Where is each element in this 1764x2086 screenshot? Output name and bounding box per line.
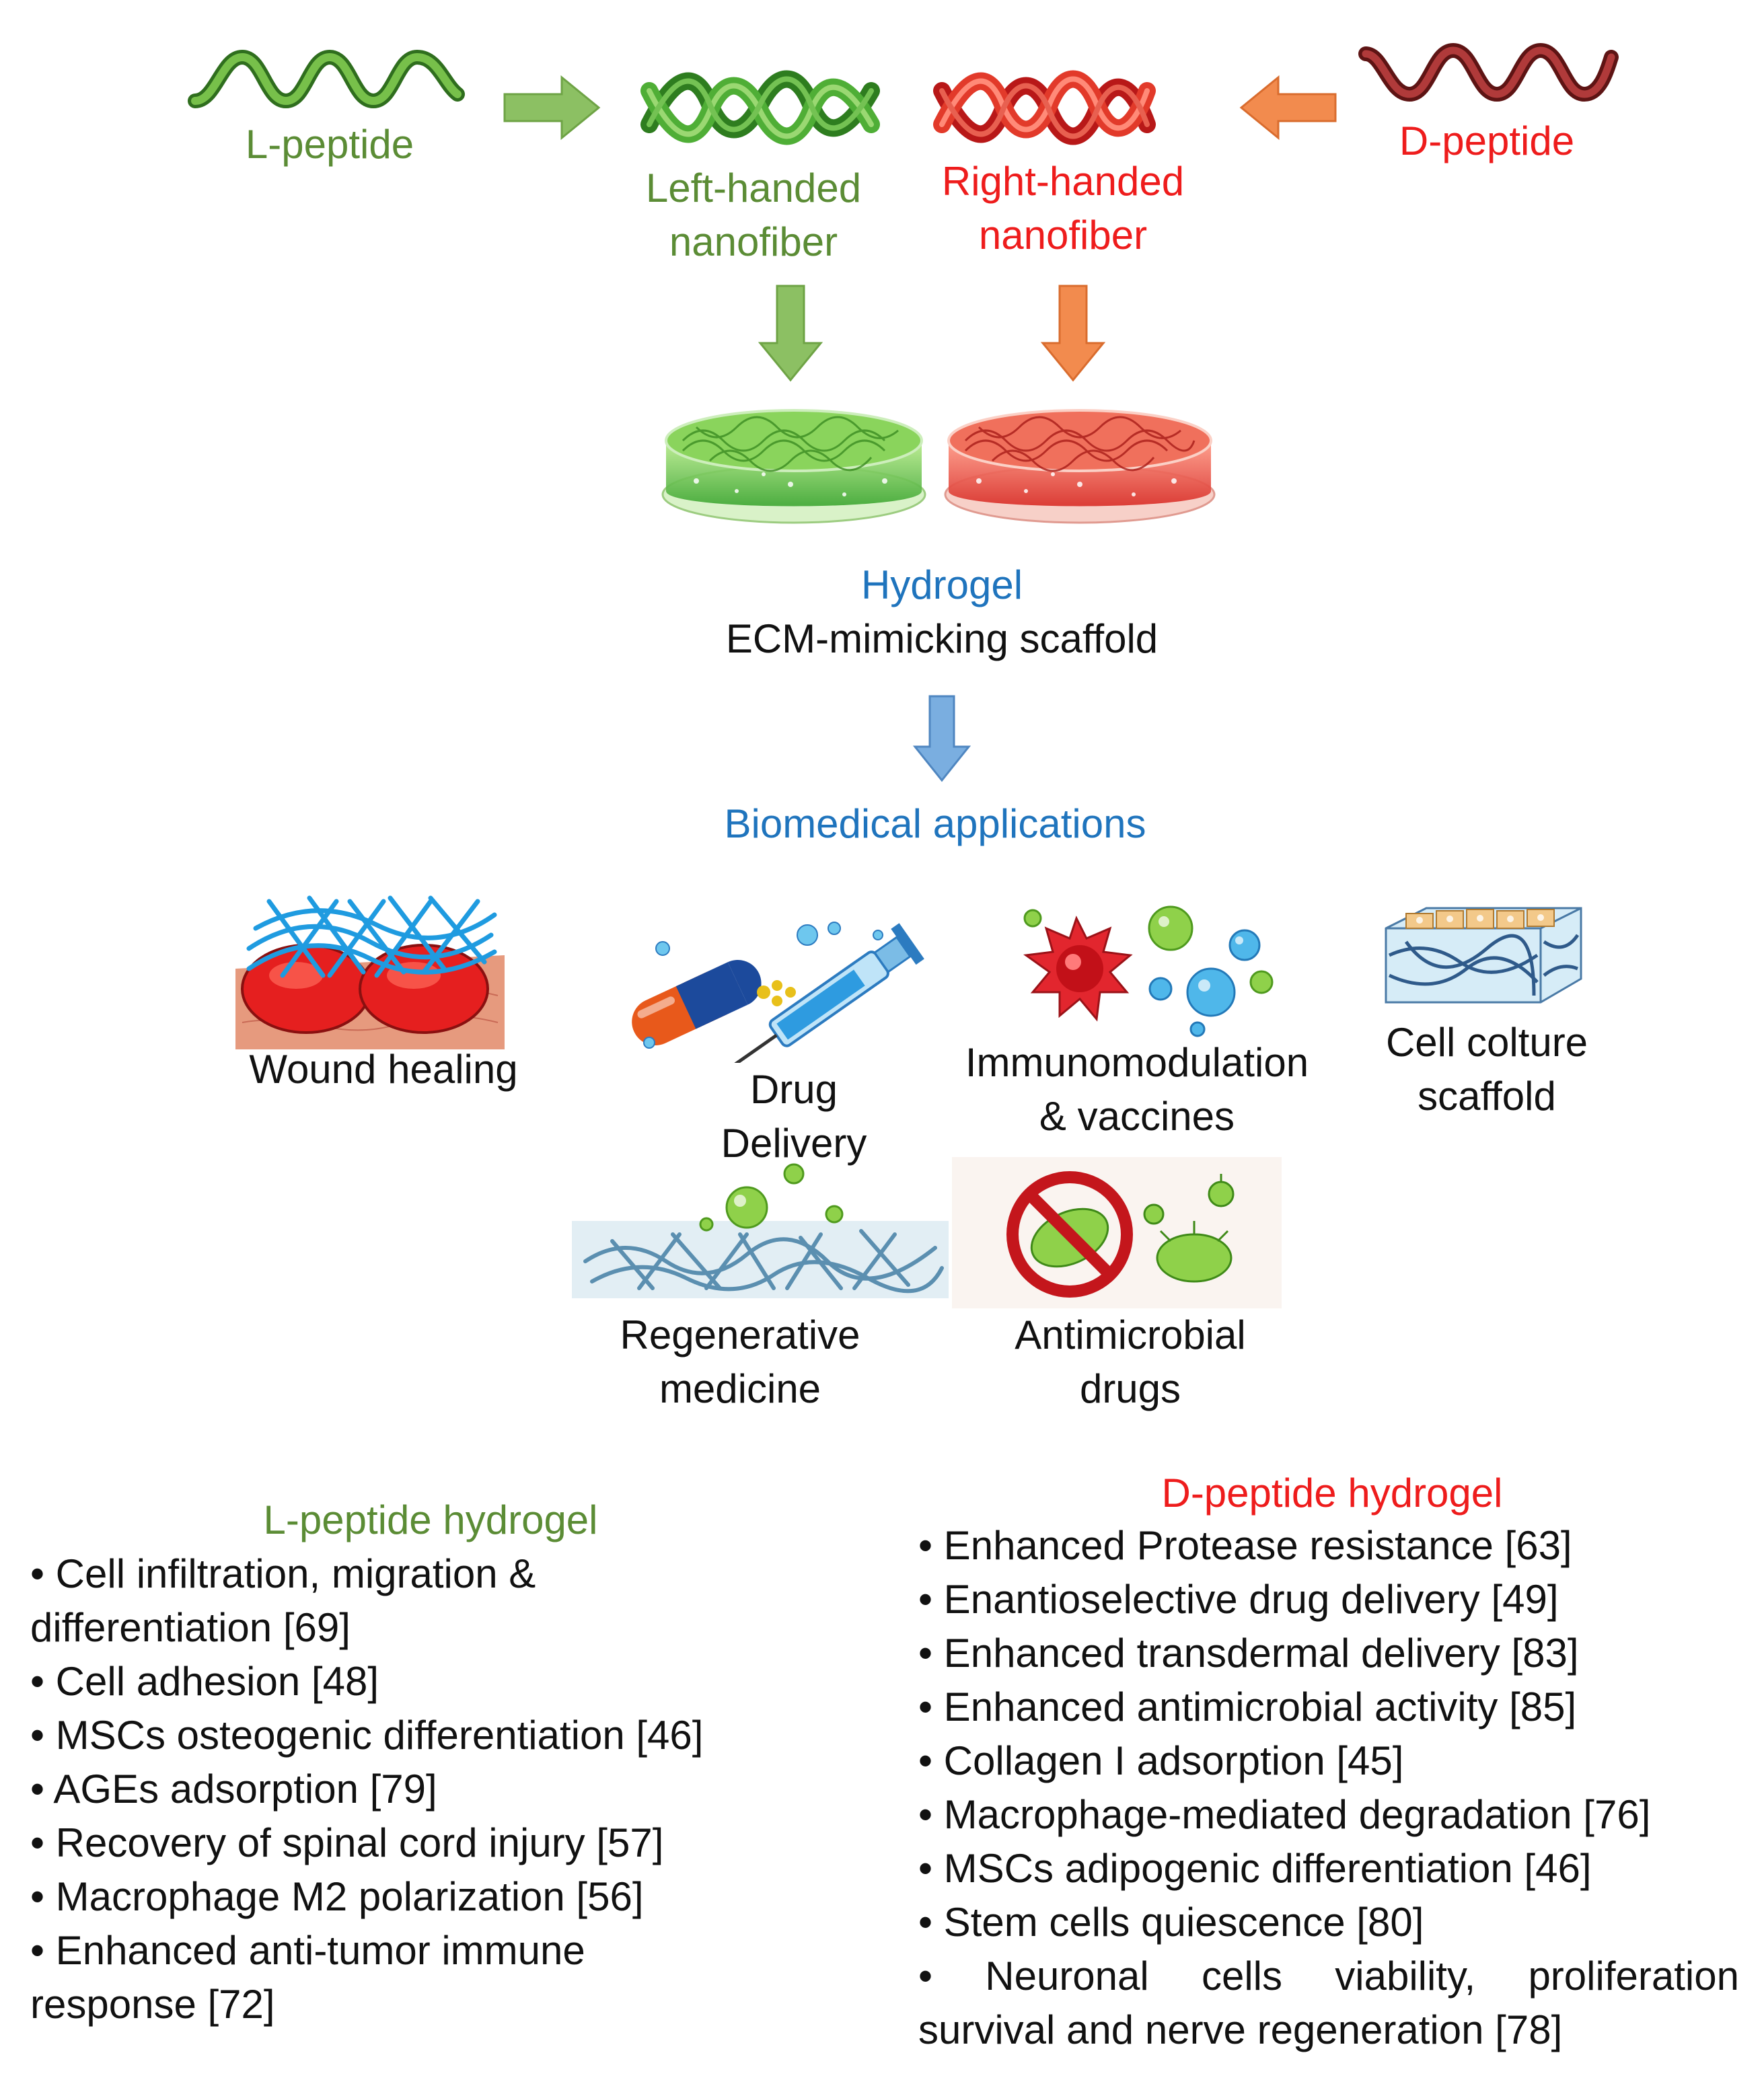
green-arrow-down <box>757 283 824 383</box>
hydrogel-label: Hydrogel <box>860 562 1023 607</box>
cell-culture-image <box>1379 901 1588 1009</box>
left-handed-label-2: nanofiber <box>669 219 838 264</box>
list-item: • Macrophage M2 polarization [56] <box>30 1874 644 1919</box>
right-handed-label-2: nanofiber <box>978 213 1148 258</box>
list-item: • Collagen I adsorption [45] <box>918 1738 1404 1783</box>
drug-delivery-image <box>609 908 932 1063</box>
green-arrow-right <box>501 74 602 141</box>
l-peptide-label: L-peptide <box>245 122 414 167</box>
wound-healing-image <box>229 888 511 1056</box>
regenerative-medicine-label-1: Regenerative <box>620 1312 860 1357</box>
d-hydrogel-title: D-peptide hydrogel <box>1161 1470 1503 1516</box>
list-item: • Enhanced anti-tumor immune <box>30 1928 585 1973</box>
list-item: • Cell adhesion [48] <box>30 1659 379 1704</box>
antimicrobial-label-1: Antimicrobial <box>1015 1312 1246 1357</box>
d-hydrogel-list: • Enhanced Protease resistance [63] • En… <box>918 1519 1746 2057</box>
word: cells <box>1201 1953 1283 1999</box>
orange-arrow-left <box>1238 74 1339 141</box>
l-peptide-squiggle <box>182 37 478 118</box>
drug-delivery-label-2: Delivery <box>721 1121 867 1166</box>
drug-delivery-label-1: Drug <box>749 1067 838 1112</box>
list-item: response [72] <box>30 1982 275 2027</box>
word: • <box>918 1953 933 1999</box>
word: proliferation <box>1528 1953 1739 1999</box>
word: viability, <box>1335 1953 1476 1999</box>
immunomodulation-label-2: & vaccines <box>1039 1094 1235 1139</box>
l-hydrogel-title: L-peptide hydrogel <box>263 1497 598 1542</box>
d-peptide-label: D-peptide <box>1399 118 1575 163</box>
orange-arrow-down <box>1039 283 1107 383</box>
antimicrobial-label-2: drugs <box>1079 1366 1181 1411</box>
list-item: • MSCs adipogenic differentiation [46] <box>918 1846 1592 1891</box>
regenerative-medicine-image <box>572 1160 949 1302</box>
red-hydrogel-dish <box>939 394 1221 528</box>
d-peptide-squiggle <box>1352 27 1621 108</box>
right-handed-label-1: Right-handed <box>941 159 1185 204</box>
list-item: • Cell infiltration, migration & <box>30 1551 536 1596</box>
immunomodulation-image <box>996 891 1292 1039</box>
left-handed-nanofiber-image <box>636 50 885 158</box>
right-handed-nanofiber-image <box>928 50 1157 158</box>
biomedical-label: Biomedical applications <box>724 801 1146 846</box>
green-hydrogel-dish <box>656 394 932 528</box>
list-item: survival and nerve regeneration [78] <box>918 2007 1563 2052</box>
immunomodulation-label-1: Immunomodulation <box>965 1040 1309 1085</box>
word: Neuronal <box>985 1953 1149 1999</box>
antimicrobial-image <box>952 1157 1282 1308</box>
left-handed-label-1: Left-handed <box>645 165 862 211</box>
list-item: • MSCs osteogenic differentiation [46] <box>30 1713 704 1758</box>
blue-arrow-down <box>912 693 972 784</box>
list-item: • Enhanced transdermal delivery [83] <box>918 1631 1579 1676</box>
list-item: • AGEs adsorption [79] <box>30 1766 437 1812</box>
list-item: • Stem cells quiescence [80] <box>918 1900 1424 1945</box>
cell-culture-label-1: Cell colture <box>1385 1020 1588 1065</box>
list-item: • Macrophage-mediated degradation [76] <box>918 1792 1651 1837</box>
list-item: • Enhanced antimicrobial activity [85] <box>918 1684 1577 1729</box>
list-item: • Enantioselective drug delivery [49] <box>918 1577 1559 1622</box>
scaffold-label: ECM-mimicking scaffold <box>725 616 1159 661</box>
list-item: • Recovery of spinal cord injury [57] <box>30 1820 664 1865</box>
list-item-justified: • Neuronal cells viability, proliferatio… <box>918 1949 1739 2003</box>
list-item: • Enhanced Protease resistance [63] <box>918 1523 1572 1568</box>
wound-healing-label: Wound healing <box>249 1047 518 1092</box>
list-item: differentiation [69] <box>30 1605 351 1650</box>
regenerative-medicine-label-2: medicine <box>659 1366 821 1411</box>
cell-culture-label-2: scaffold <box>1418 1074 1556 1119</box>
l-hydrogel-list: • Cell infiltration, migration & differe… <box>30 1547 871 2032</box>
